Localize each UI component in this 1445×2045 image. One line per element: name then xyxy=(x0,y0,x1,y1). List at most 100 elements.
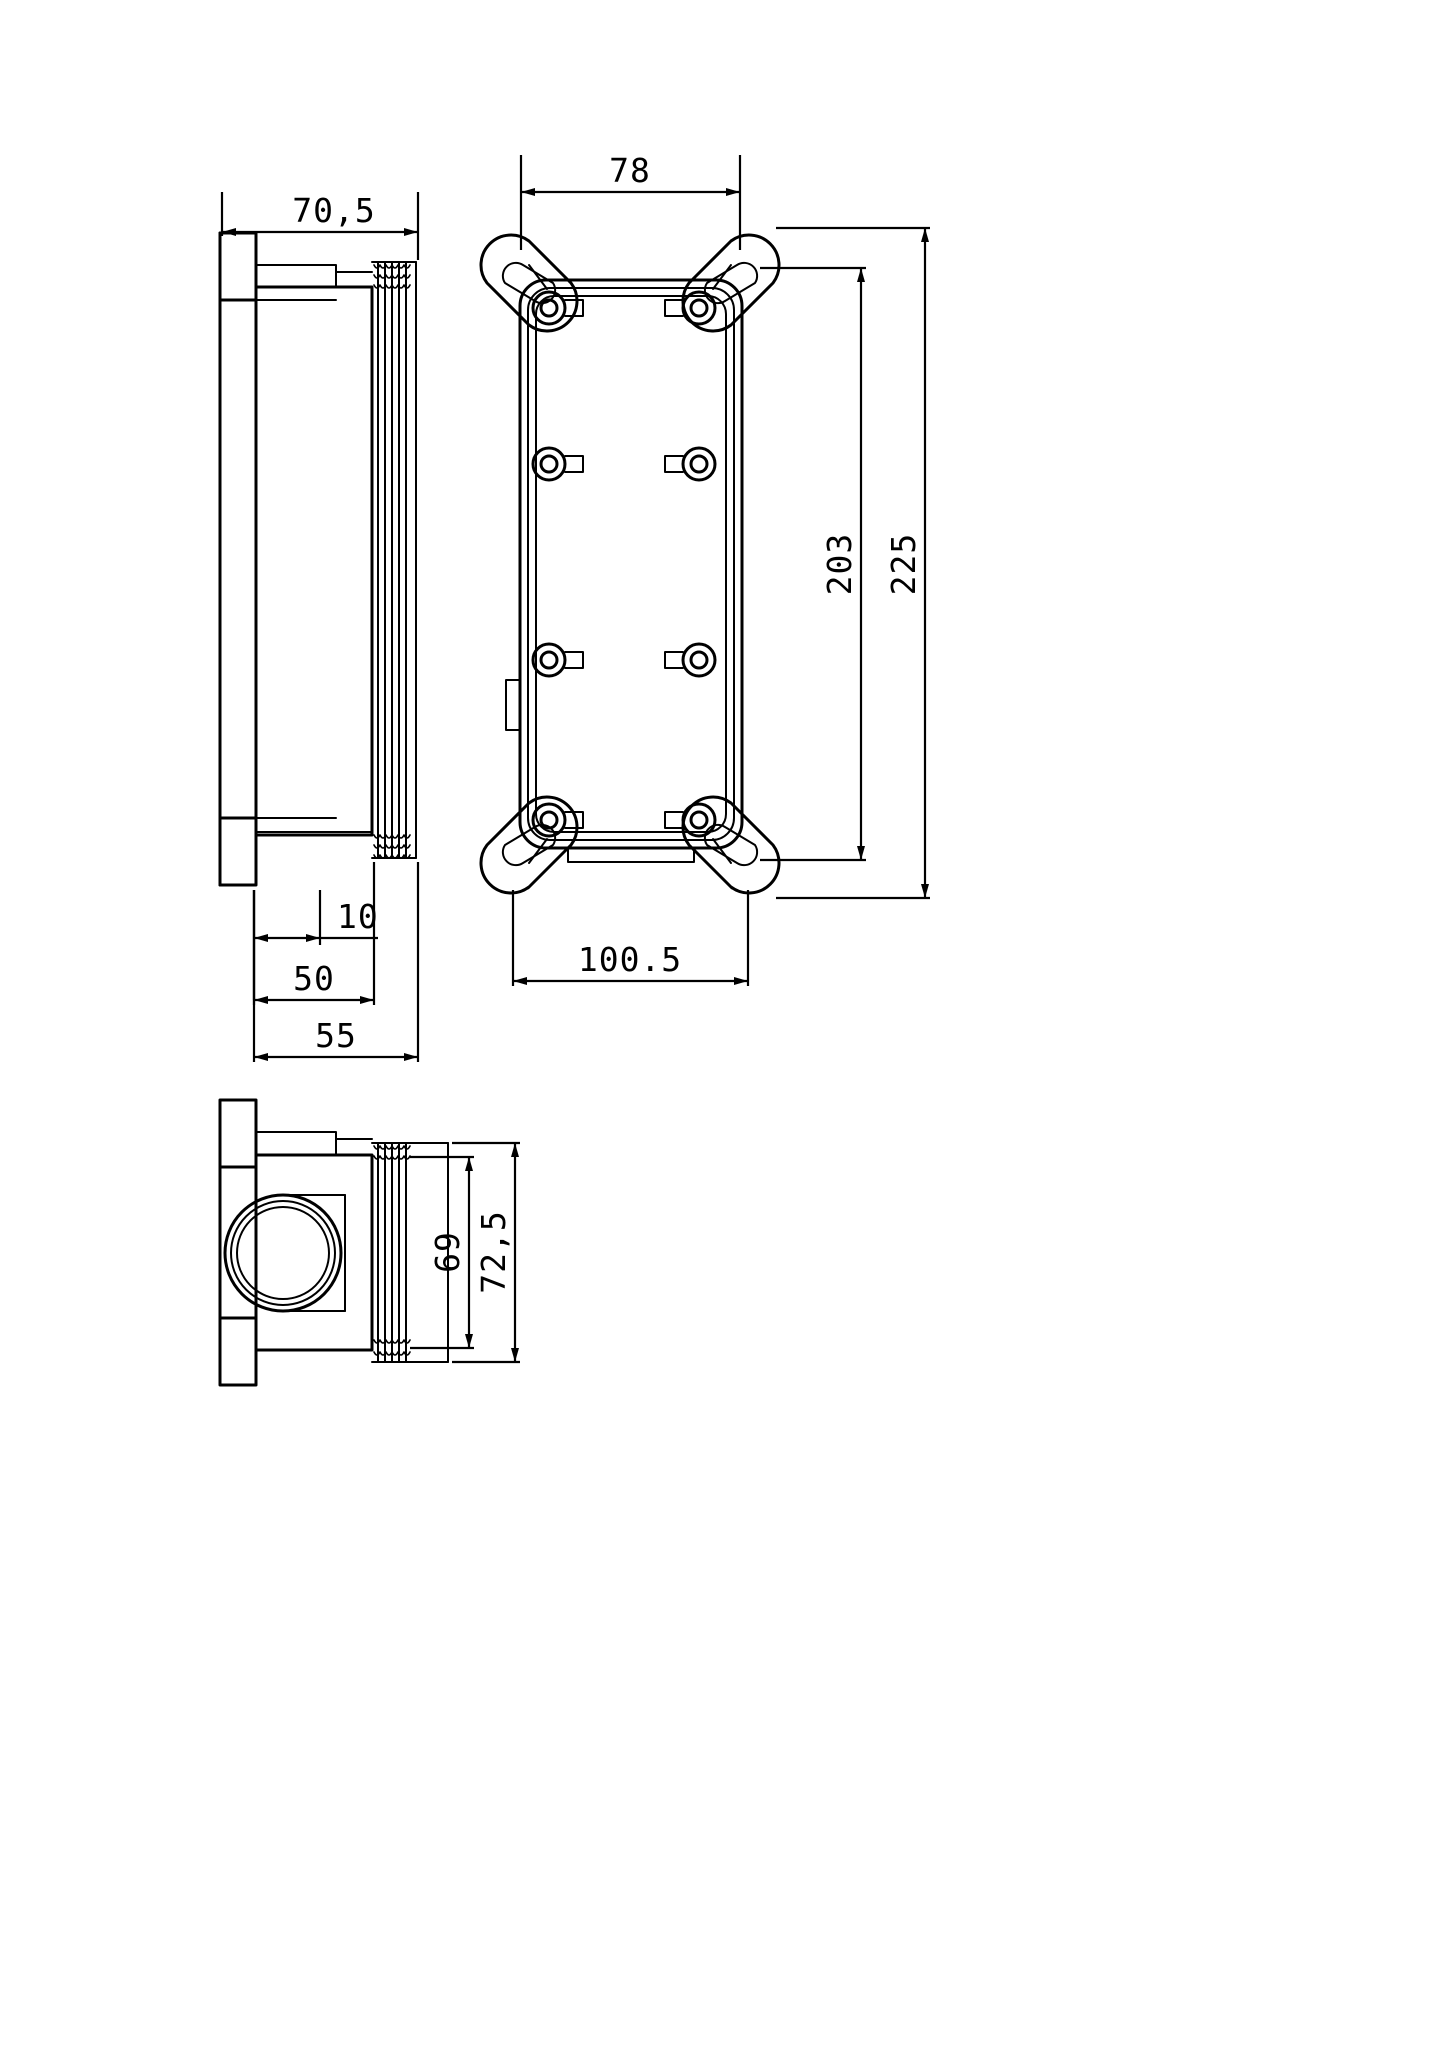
screw-boss-tl xyxy=(531,290,567,326)
screw-boss-lower-left xyxy=(531,802,567,838)
side-top-flange-tab xyxy=(218,231,258,302)
screw-boss-br xyxy=(681,642,717,678)
fin-serration-top xyxy=(373,264,411,269)
dim-78-arrow-left xyxy=(521,188,535,196)
dim-10-label: 10 xyxy=(337,897,379,936)
dim-72-5-arrow-top xyxy=(511,1143,519,1157)
dim-78: 78 xyxy=(519,151,742,250)
ear-br-slot xyxy=(703,823,759,867)
dim-70-5-arrow-left xyxy=(222,228,236,236)
sect-serration-top2 xyxy=(373,1155,411,1160)
sect-bottom-flange-tab xyxy=(218,1316,258,1387)
plan-outer-body xyxy=(518,278,744,850)
sect-serration-bot2 xyxy=(373,1351,411,1356)
boss-ml-inner xyxy=(539,454,559,474)
dim-72-5-label: 72,5 xyxy=(474,1210,513,1293)
screw-boss-ml xyxy=(531,446,567,482)
boss-mr-outer xyxy=(681,446,717,482)
dim-225-label: 225 xyxy=(884,533,923,596)
ear-tr-slot xyxy=(703,261,759,305)
dim-55-label: 55 xyxy=(315,1016,357,1055)
dim-72-5-arrow-bottom xyxy=(511,1348,519,1362)
dim-69: 69 xyxy=(410,1155,474,1350)
dim-78-arrow-right xyxy=(726,188,740,196)
boss-pad-lr xyxy=(664,811,684,829)
fin-serration-top3 xyxy=(373,284,411,289)
dim-10-arrow-right xyxy=(306,934,320,942)
boss-pad-tl xyxy=(564,299,584,317)
boss-pad-mr xyxy=(664,455,684,473)
ear-tl-outline xyxy=(479,233,579,333)
boss-tr-outer xyxy=(681,290,717,326)
dim-100-5-label: 100.5 xyxy=(578,940,682,979)
plan-inner-body-2 xyxy=(535,295,727,833)
dim-203-arrow-top xyxy=(857,268,865,282)
sect-serration-bot xyxy=(373,1339,411,1344)
sect-circular-port xyxy=(223,1193,346,1313)
plan-inner-body-1 xyxy=(527,287,735,841)
dim-69-label: 69 xyxy=(428,1231,467,1273)
boss-lr-inner xyxy=(689,810,709,830)
fin-serration-bot2 xyxy=(373,844,411,849)
mounting-ear-bottom-right xyxy=(681,795,781,895)
dim-10: 10 xyxy=(252,890,379,1000)
side-main-body xyxy=(254,285,374,837)
plan-bottom-tab xyxy=(567,847,695,863)
side-bottom-flange-tab xyxy=(218,816,258,887)
boss-pad-ml xyxy=(564,455,584,473)
dim-203: 203 xyxy=(760,266,866,862)
dim-203-arrow-bottom xyxy=(857,846,865,860)
boss-tl-outer xyxy=(531,290,567,326)
screw-boss-lower-right xyxy=(681,802,717,838)
dim-100-5-arrow-left xyxy=(513,977,527,985)
boss-bl-inner xyxy=(539,650,559,670)
dim-70-5-label: 70,5 xyxy=(292,191,375,230)
boss-ml-outer xyxy=(531,446,567,482)
dim-55: 55 xyxy=(252,862,420,1062)
bottom-section-view: 69 72,5 xyxy=(218,1098,520,1387)
port-outer-ring xyxy=(223,1193,343,1313)
screw-boss-bl xyxy=(531,642,567,678)
dim-50-label: 50 xyxy=(293,959,335,998)
dim-69-arrow-top xyxy=(465,1157,473,1171)
sect-serration-top xyxy=(373,1145,411,1150)
ear-br-slot-div xyxy=(712,838,732,864)
dim-50-arrow-left xyxy=(254,996,268,1004)
dim-70-5-arrow-right xyxy=(404,228,418,236)
sect-main-body xyxy=(254,1153,374,1352)
dim-78-label: 78 xyxy=(609,151,651,190)
fin-serration-bot3 xyxy=(373,854,411,859)
side-flange-body xyxy=(218,298,258,820)
side-fin-pack xyxy=(371,261,417,859)
boss-mr-inner xyxy=(689,454,709,474)
dim-55-arrow-left xyxy=(254,1053,268,1061)
boss-pad-br xyxy=(664,651,684,669)
dim-55-arrow-right xyxy=(404,1053,418,1061)
screw-boss-mr xyxy=(681,446,717,482)
boss-tr-inner xyxy=(689,298,709,318)
dim-203-label: 203 xyxy=(820,533,859,596)
sect-upper-neck xyxy=(255,1131,337,1156)
fin-serration-bot xyxy=(373,834,411,839)
screw-boss-group xyxy=(531,290,717,838)
dim-100-5: 100.5 xyxy=(511,890,750,986)
dim-69-arrow-bottom xyxy=(465,1334,473,1348)
ear-br-outline xyxy=(681,795,781,895)
ear-bl-outline xyxy=(479,795,579,895)
ear-bl-slot-div xyxy=(528,838,548,864)
dim-225-arrow-top xyxy=(921,228,929,242)
screw-boss-tr xyxy=(681,290,717,326)
dim-225: 225 xyxy=(776,226,930,900)
port-inner-ring xyxy=(236,1206,330,1300)
mounting-ear-top-right xyxy=(681,233,781,333)
boss-ll-outer xyxy=(531,802,567,838)
dim-10-arrow-left xyxy=(254,934,268,942)
dim-100-5-arrow-right xyxy=(734,977,748,985)
boss-br-inner xyxy=(689,650,709,670)
dim-225-arrow-bottom xyxy=(921,884,929,898)
boss-lr-outer xyxy=(681,802,717,838)
side-elevation-view: 70,5 10 50 55 xyxy=(218,191,420,1062)
sect-flange-body xyxy=(218,1165,258,1320)
